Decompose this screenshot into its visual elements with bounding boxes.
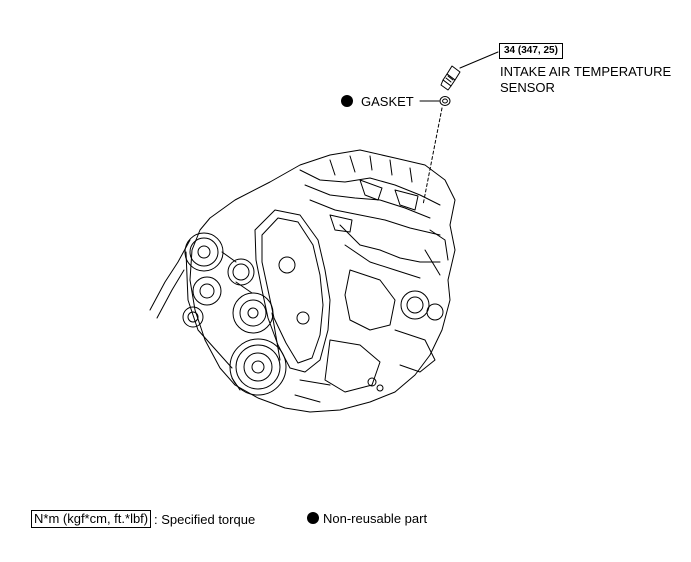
sensor-label-line2: SENSOR	[500, 80, 555, 95]
legend-torque-units: N*m (kgf*cm, ft.*lbf)	[31, 510, 152, 528]
legend-torque-desc: : Specified torque	[154, 512, 256, 527]
legend-dot-icon	[307, 512, 319, 524]
nonreusable-dot-icon	[341, 95, 353, 107]
sensor-label-line1: INTAKE AIR TEMPERATURE	[500, 64, 672, 79]
engine-assembly	[149, 149, 456, 413]
gasket-label: GASKET	[361, 94, 414, 109]
install-guide-line	[422, 107, 443, 206]
intake-air-temperature-sensor	[440, 51, 499, 91]
legend-nonreusable: Non-reusable part	[323, 511, 428, 526]
torque-spec-box: 34 (347, 25)	[499, 43, 563, 59]
gasket-ring	[419, 96, 451, 106]
